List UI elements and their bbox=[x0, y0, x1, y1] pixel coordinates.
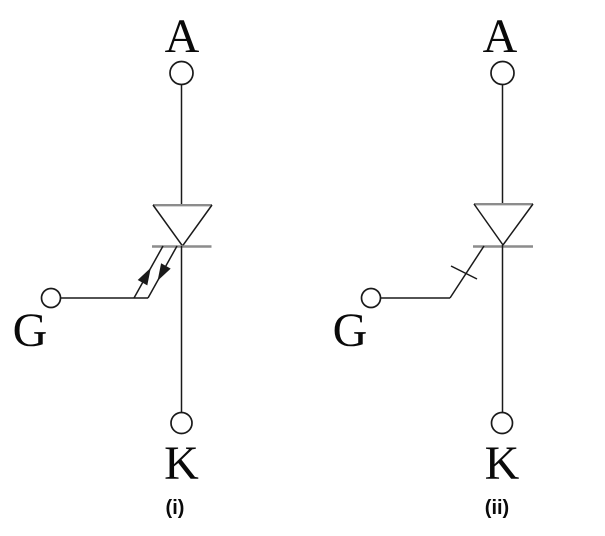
thyristor-triangle-icon bbox=[152, 204, 213, 248]
thyristor-triangle-icon bbox=[473, 203, 534, 247]
cathode-label: K bbox=[485, 437, 520, 490]
gate-terminal-icon bbox=[40, 287, 62, 309]
cathode-terminal-icon bbox=[170, 411, 193, 435]
cathode-label: K bbox=[164, 437, 199, 490]
gate-arrow-down-icon bbox=[157, 263, 171, 281]
gate-angled-wire bbox=[449, 245, 485, 299]
anode-terminal-icon bbox=[490, 60, 515, 86]
cathode-terminal-icon bbox=[490, 411, 514, 435]
gate-terminal-icon bbox=[360, 287, 382, 309]
anode-terminal-icon bbox=[169, 60, 194, 86]
gate-arrow-up-icon bbox=[137, 267, 151, 286]
figure-caption-ii: (ii) bbox=[485, 497, 509, 519]
gate-slash-icon bbox=[450, 265, 478, 280]
figure-caption-i: (i) bbox=[166, 497, 185, 519]
anode-label: A bbox=[483, 10, 518, 63]
gate-label: G bbox=[13, 304, 48, 357]
diagram-i: A K G (i) bbox=[13, 10, 213, 519]
anode-label: A bbox=[165, 10, 200, 63]
diagram-ii: A K G (ii) bbox=[333, 10, 534, 519]
gate-label: G bbox=[333, 304, 368, 357]
